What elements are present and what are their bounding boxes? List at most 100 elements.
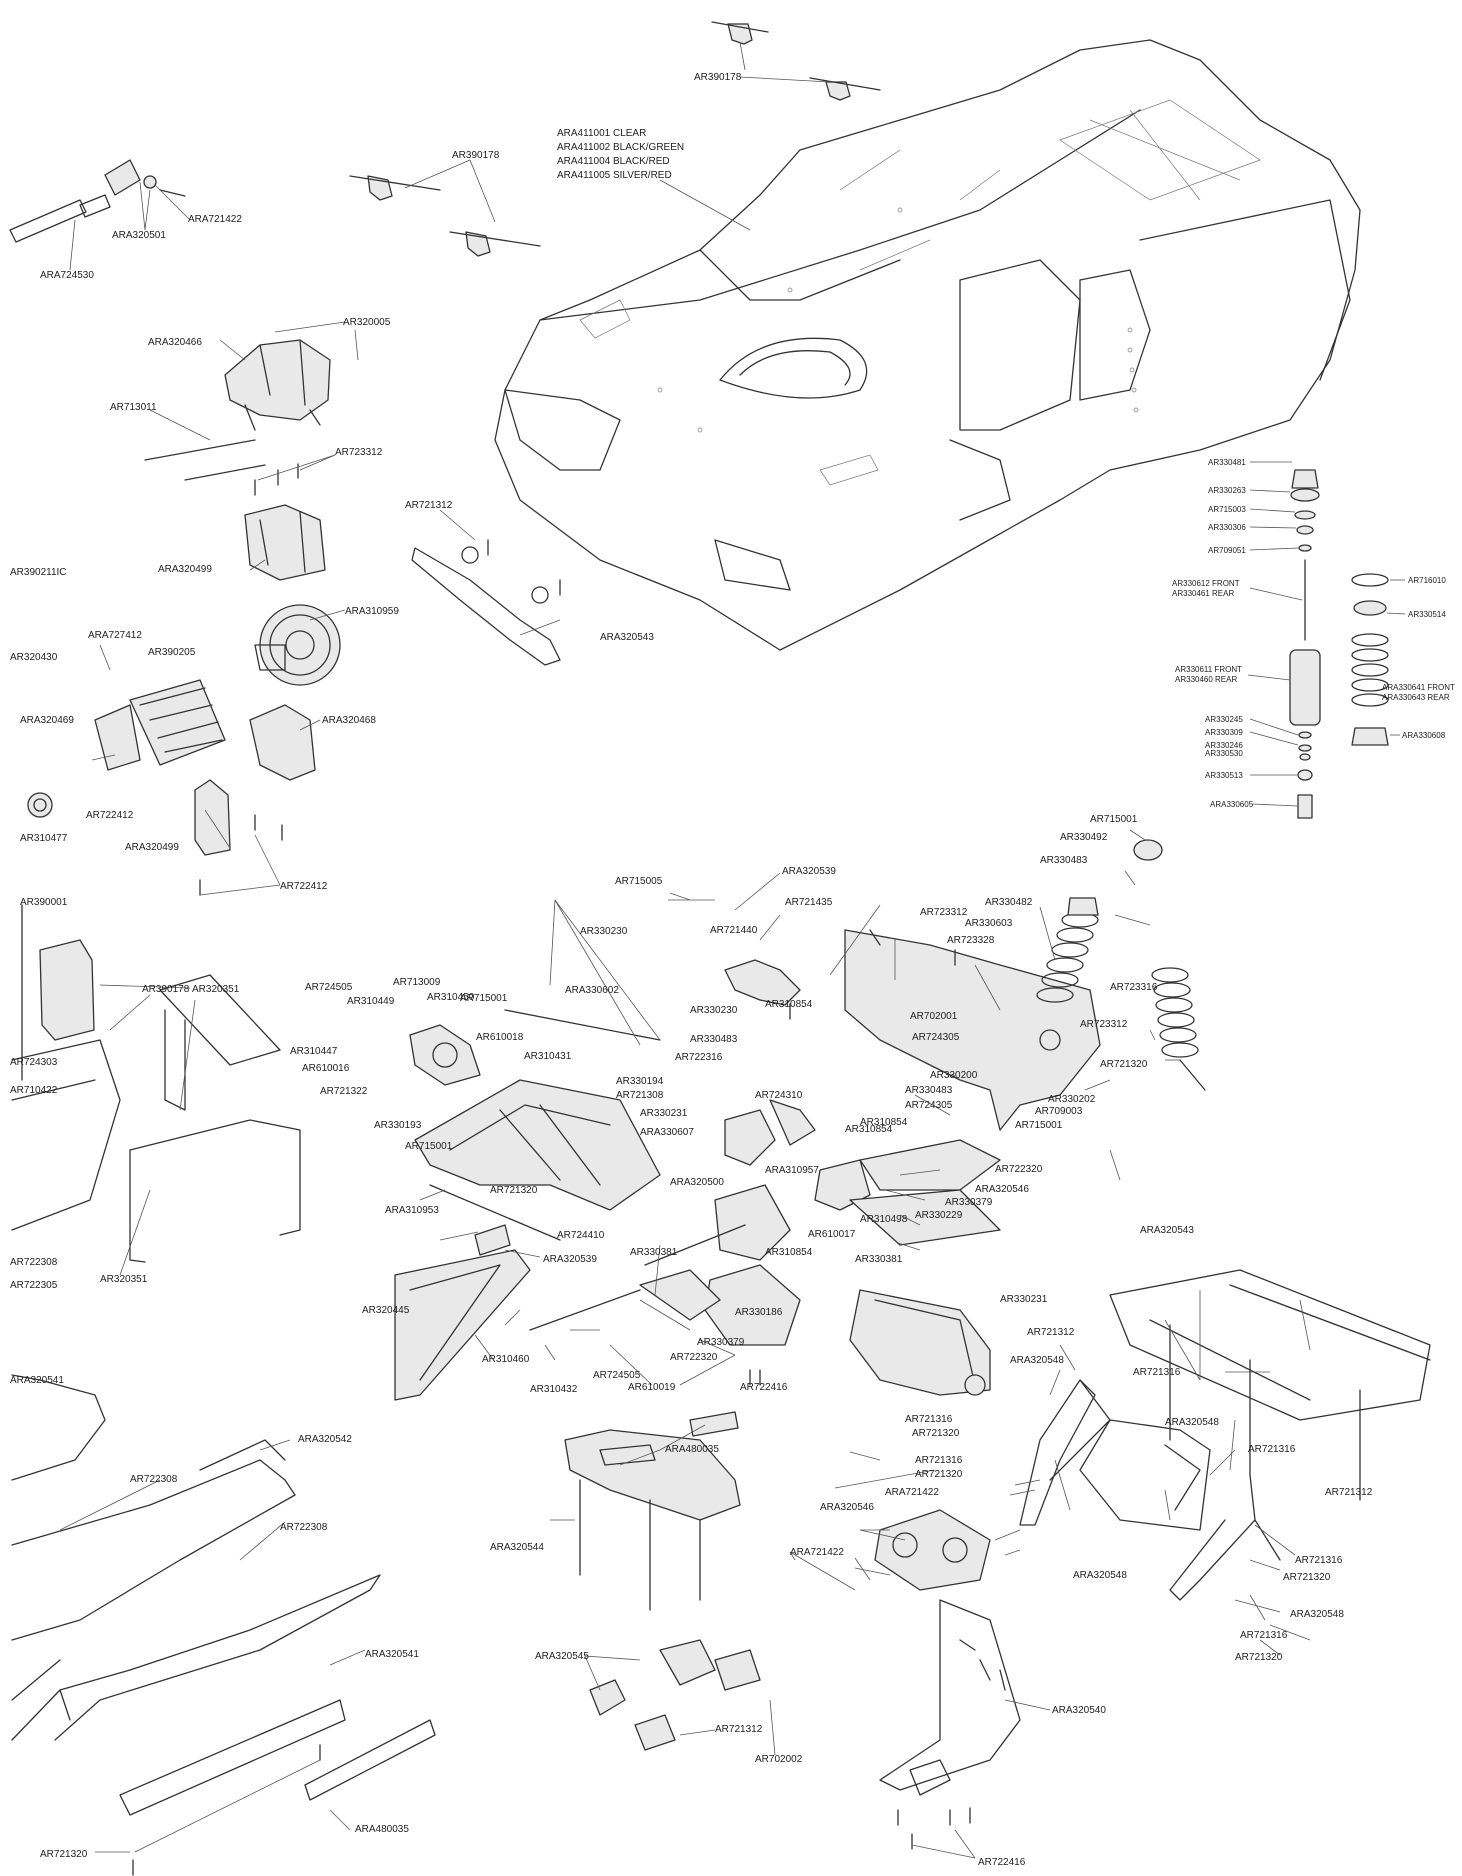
- label: AR330379: [945, 1197, 993, 1208]
- label: AR330483: [905, 1085, 953, 1096]
- label: AR724305: [905, 1100, 953, 1111]
- label: ARA320543: [600, 632, 654, 643]
- label: AR721440: [710, 925, 758, 936]
- label: ARA320542: [298, 1434, 352, 1445]
- label: AR722320: [995, 1164, 1043, 1175]
- label: AR721316: [1240, 1630, 1288, 1641]
- label: AR320445: [362, 1305, 410, 1316]
- label: AR721316: [1295, 1555, 1343, 1566]
- label: AR310431: [524, 1051, 572, 1062]
- label: AR721312: [405, 500, 453, 511]
- label: AR310460: [482, 1354, 530, 1365]
- label: AR721316: [915, 1455, 963, 1466]
- label: AR330381: [630, 1247, 678, 1258]
- front-bumper-and-plate: [411, 546, 561, 666]
- label: AR610018: [476, 1032, 524, 1043]
- label: AR330229: [915, 1210, 963, 1221]
- label: ARA330643 REAR: [1382, 693, 1450, 702]
- motor-and-mounts: [27, 679, 316, 856]
- label: AR721320: [40, 1849, 88, 1860]
- label: AR310854: [765, 999, 813, 1010]
- label: AR390178: [142, 984, 190, 995]
- label: AR724310: [755, 1090, 803, 1101]
- label: AR330231: [1000, 1294, 1048, 1305]
- label: AR330202: [1048, 1094, 1096, 1105]
- label: AR320351: [192, 984, 240, 995]
- label: ARA330605: [1210, 800, 1254, 809]
- label: AR330483: [690, 1034, 738, 1045]
- label: ARA320501: [112, 230, 166, 241]
- label: AR390205: [148, 647, 196, 658]
- label: AR610019: [628, 1382, 676, 1393]
- shock-leader-lines: [1247, 461, 1406, 807]
- label: AR722305: [10, 1280, 58, 1291]
- label: AR610016: [302, 1063, 350, 1074]
- label: AR330186: [735, 1307, 783, 1318]
- truck-body-shell: [494, 39, 1361, 651]
- label: ARA310959: [345, 606, 399, 617]
- label: AR310498: [860, 1214, 908, 1225]
- label: ARA330602: [565, 985, 619, 996]
- label: AR721320: [912, 1428, 960, 1439]
- label: AR724410: [557, 1230, 605, 1241]
- label: AR330309: [1205, 728, 1243, 737]
- label: AR722308: [10, 1257, 58, 1268]
- label: AR723312: [920, 907, 968, 918]
- center-bottom-parts: [564, 1411, 1021, 1796]
- label: AR330245: [1205, 715, 1243, 724]
- label: AR320351: [100, 1274, 148, 1285]
- label: AR310447: [290, 1046, 338, 1057]
- label: ARA320541: [10, 1375, 64, 1386]
- label: AR722412: [86, 810, 134, 821]
- label: ARA721422: [188, 214, 242, 225]
- label: AR722412: [280, 881, 328, 892]
- label: AR721320: [1283, 1572, 1331, 1583]
- label: ARA320541: [365, 1649, 419, 1660]
- label: AR723312: [1080, 1019, 1128, 1030]
- label: AR713009: [393, 977, 441, 988]
- label: AR330530: [1205, 749, 1243, 758]
- label: AR310477: [20, 833, 68, 844]
- label: AR330231: [640, 1108, 688, 1119]
- label: ARA320544: [490, 1542, 544, 1553]
- label: AR310854: [860, 1117, 908, 1128]
- label: AR330481: [1208, 458, 1246, 467]
- label: ARA320499: [125, 842, 179, 853]
- label: AR721308: [616, 1090, 664, 1101]
- label: AR721435: [785, 897, 833, 908]
- label: AR721316: [1133, 1367, 1181, 1378]
- label: AR390178: [452, 150, 500, 161]
- leader-lines: [59, 41, 1311, 1859]
- label: AR715001: [1090, 814, 1138, 825]
- label: AR715001: [460, 993, 508, 1004]
- label: ARA320548: [1073, 1570, 1127, 1581]
- gearbox-upper-case: [144, 339, 331, 581]
- label: AR721320: [1100, 1059, 1148, 1070]
- label: AR320005: [343, 317, 391, 328]
- label: AR330611 FRONT: [1175, 665, 1242, 674]
- label: AR330482: [985, 897, 1033, 908]
- label: AR320430: [10, 652, 58, 663]
- label: AR722316: [675, 1052, 723, 1063]
- label: AR709003: [1035, 1106, 1083, 1117]
- label: ARA320500: [670, 1177, 724, 1188]
- label: AR702002: [755, 1754, 803, 1765]
- receiver-box-and-battery-strap: [11, 904, 301, 1263]
- label: AR715001: [1015, 1120, 1063, 1131]
- label: AR722308: [130, 1474, 178, 1485]
- label: AR330194: [616, 1076, 664, 1087]
- label: ARA320540: [1052, 1705, 1106, 1716]
- label: AR330492: [1060, 832, 1108, 843]
- screws-and-pins: [132, 463, 971, 1876]
- label: AR310854: [765, 1247, 813, 1258]
- label: AR721320: [915, 1469, 963, 1480]
- label: AR330381: [855, 1254, 903, 1265]
- label: AR721312: [1027, 1327, 1075, 1338]
- label: AR610017: [808, 1229, 856, 1240]
- servo-saver-parts: [9, 159, 186, 243]
- label: AR722320: [670, 1352, 718, 1363]
- label: ARA320548: [1290, 1609, 1344, 1620]
- part-labels: AR390178 ARA411001 CLEAR ARA411002 BLACK…: [10, 72, 1455, 1868]
- label: AR715001: [405, 1141, 453, 1152]
- label: AR723312: [335, 447, 383, 458]
